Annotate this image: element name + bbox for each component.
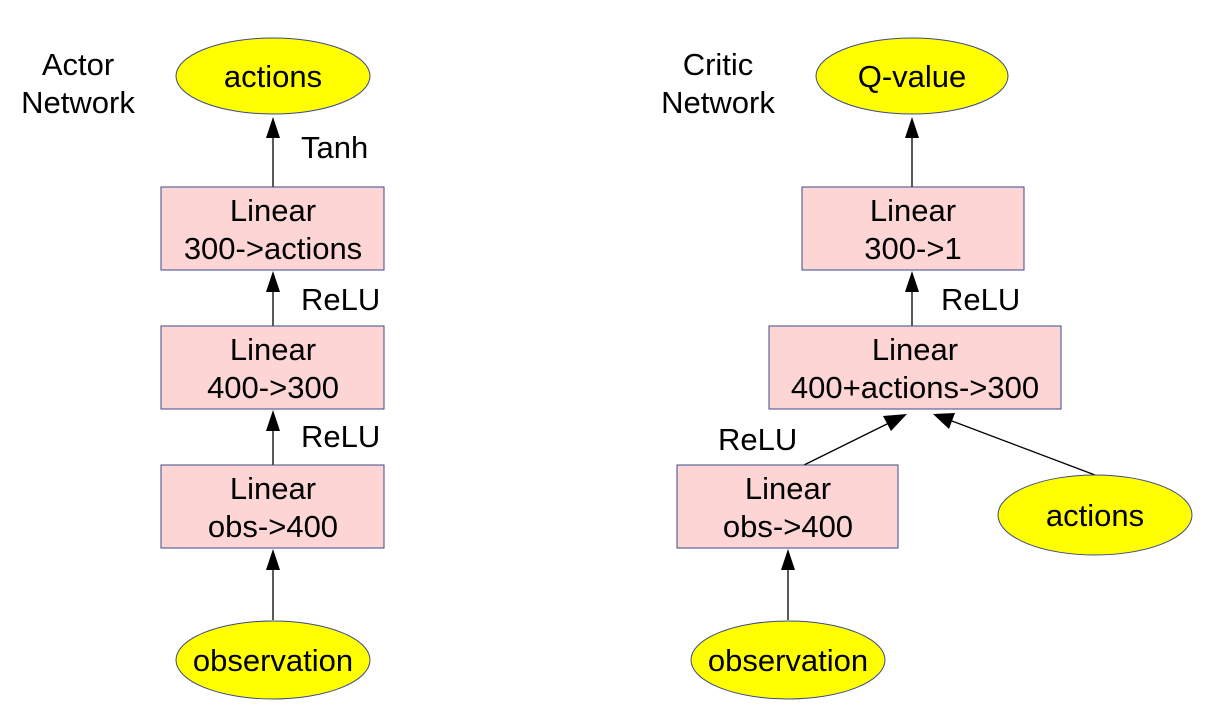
critic-input-node: observation <box>690 620 886 700</box>
critic-input-label: observation <box>708 643 868 678</box>
actor-layer1-line2: obs->400 <box>208 509 338 544</box>
critic-layer2-line2: 400+actions->300 <box>791 370 1039 405</box>
critic-layer1-box: Linear obs->400 <box>676 464 899 549</box>
critic-title-line1: Critic <box>683 47 754 82</box>
actor-layer3-box: Linear 300->actions <box>160 186 385 271</box>
critic-edge-actions-layer2 <box>933 413 1096 476</box>
critic-layer2-line1: Linear <box>872 332 958 367</box>
critic-edge-layer1-layer2 <box>803 414 907 466</box>
critic-edge-layer3-output <box>905 117 919 187</box>
actor-layer1-line1: Linear <box>230 471 316 506</box>
critic-output-node: Q-value <box>815 37 1009 115</box>
actor-layer1-box: Linear obs->400 <box>160 464 385 549</box>
critic-layer1-line1: Linear <box>745 471 831 506</box>
actor-activation-relu-mid: ReLU <box>301 282 380 317</box>
critic-layer3-box: Linear 300->1 <box>801 186 1025 271</box>
critic-edge-layer2-layer3 <box>905 271 919 326</box>
critic-layer2-box: Linear 400+actions->300 <box>768 325 1062 410</box>
actor-output-node: actions <box>175 37 371 115</box>
critic-layer1-line2: obs->400 <box>723 509 853 544</box>
critic-activation-relu-mid: ReLU <box>941 282 1020 317</box>
critic-actions-label: actions <box>1046 498 1144 533</box>
actor-title-line2: Network <box>21 85 135 120</box>
actor-activation-relu-low: ReLU <box>301 419 380 454</box>
actor-output-label: actions <box>224 59 322 94</box>
actor-activation-tanh: Tanh <box>301 130 368 165</box>
actor-edge-input-layer1 <box>266 549 280 620</box>
critic-actions-node: actions <box>997 474 1193 556</box>
actor-layer3-line2: 300->actions <box>184 231 362 266</box>
critic-edge-input-layer1 <box>781 549 795 620</box>
critic-output-label: Q-value <box>858 59 967 94</box>
actor-edge-layer2-layer3 <box>266 271 280 326</box>
critic-title-line2: Network <box>661 85 775 120</box>
actor-layer2-line2: 400->300 <box>207 370 339 405</box>
critic-activation-relu-low: ReLU <box>718 422 797 457</box>
critic-layer3-line2: 300->1 <box>864 231 961 266</box>
actor-layer3-line1: Linear <box>230 193 316 228</box>
actor-edge-layer3-output <box>266 117 280 187</box>
actor-input-node: observation <box>175 620 371 700</box>
actor-layer2-line1: Linear <box>230 332 316 367</box>
critic-layer3-line1: Linear <box>870 193 956 228</box>
actor-title-line1: Actor <box>42 47 114 82</box>
actor-layer2-box: Linear 400->300 <box>160 325 385 410</box>
actor-edge-layer1-layer2 <box>266 410 280 465</box>
actor-input-label: observation <box>193 643 353 678</box>
